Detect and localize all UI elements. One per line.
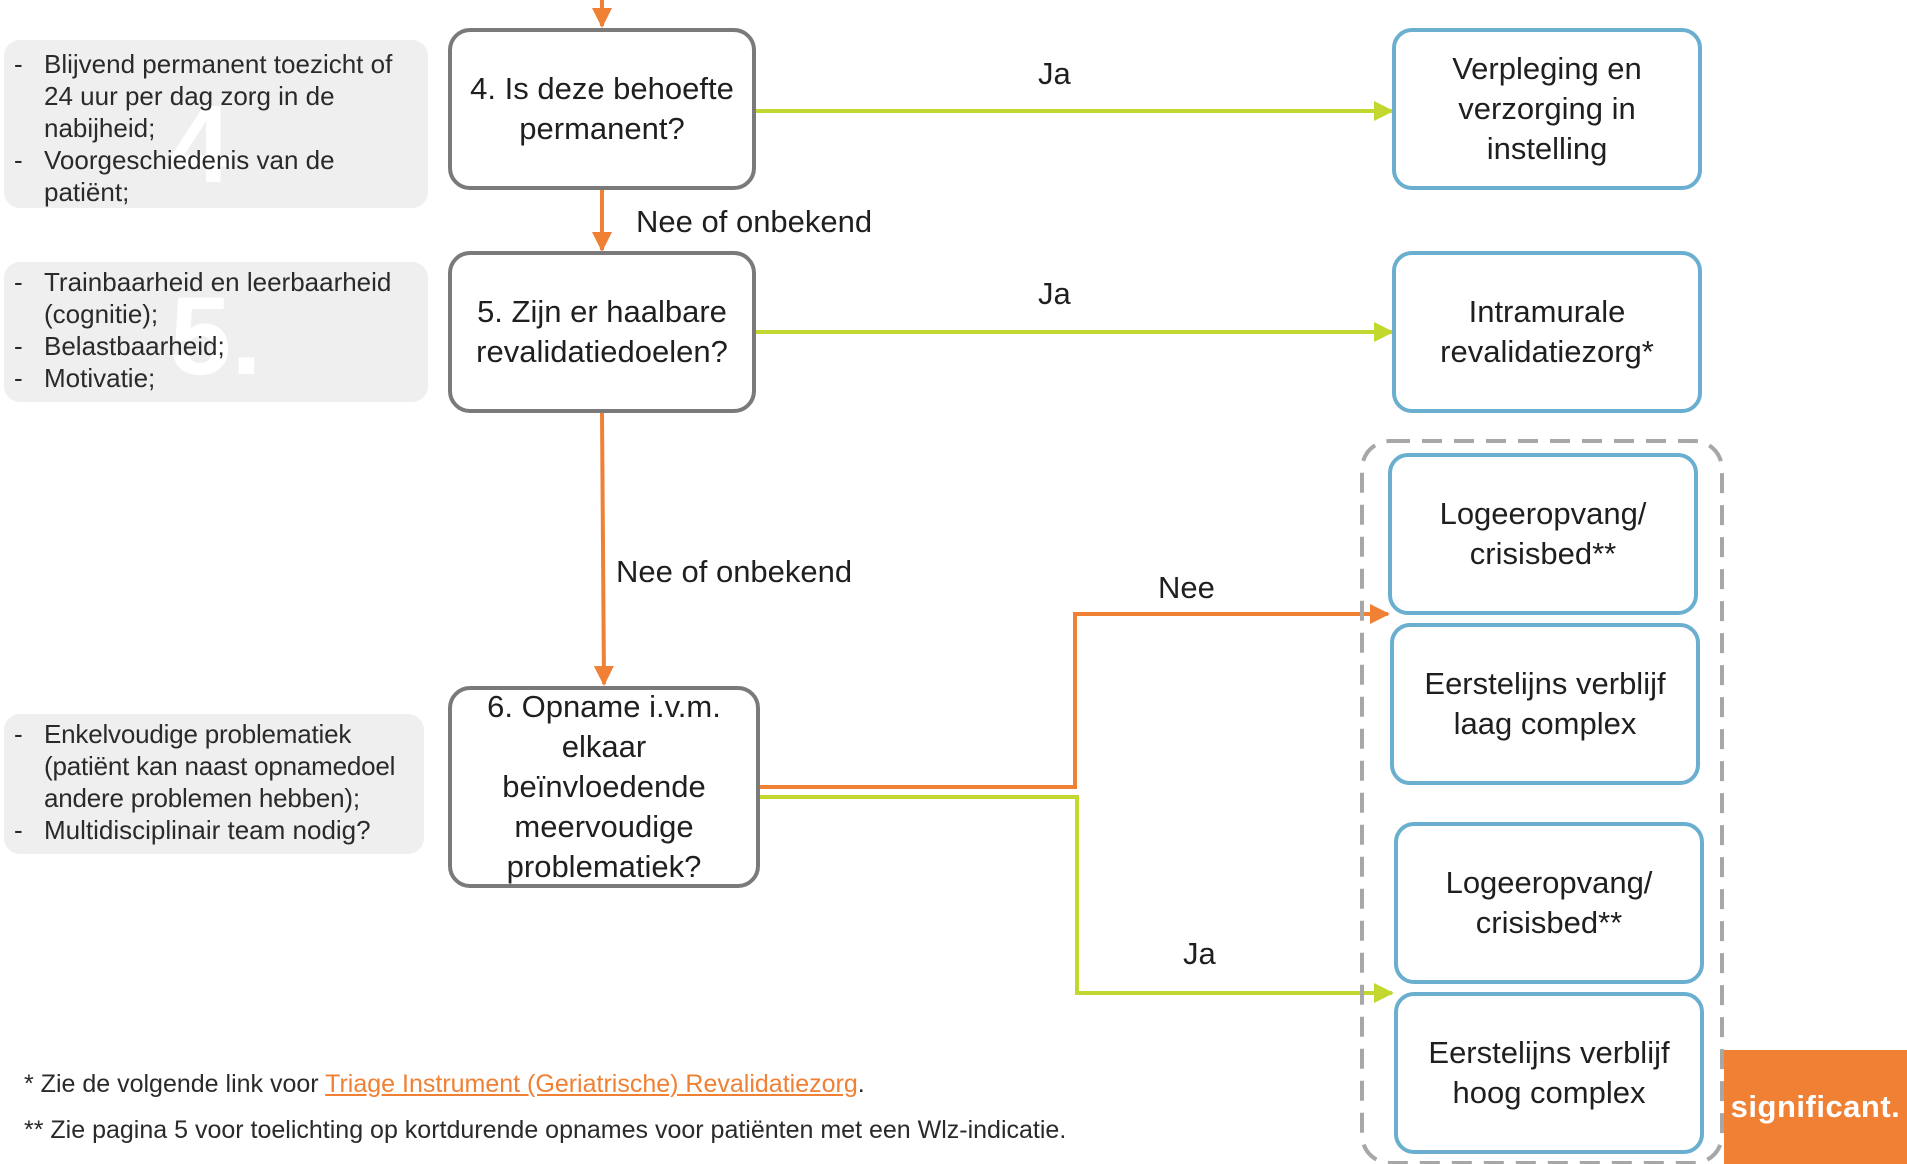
edge-q5-nee xyxy=(593,412,614,686)
edge-label-q4-nee: Nee of onbekend xyxy=(636,204,873,239)
outcome-verpleging: Verpleging en verzorging in instelling xyxy=(1392,28,1702,190)
question-5-box: 5. Zijn er haalbare revalidatiedoelen? xyxy=(448,251,756,413)
outcome-eerstelijns-laag: Eerstelijns verblijf laag complex xyxy=(1390,623,1700,785)
question-6-box: 6. Opname i.v.m. elkaar beïnvloedende me… xyxy=(448,686,760,888)
outcome-logeeropvang-2-text: Logeeropvang/ crisisbed** xyxy=(1445,865,1653,940)
significant-logo: significant. xyxy=(1724,1050,1907,1164)
outcome-verpleging-text: Verpleging en verzorging in instelling xyxy=(1452,51,1642,166)
edge-label-q6-ja: Ja xyxy=(1183,936,1216,971)
footnote-1-suffix: . xyxy=(857,1070,865,1098)
side-note-item: Motivatie; xyxy=(4,362,428,394)
edge-q6-nee xyxy=(760,604,1390,789)
triage-instrument-link[interactable]: Triage Instrument (Geriatrische) Revalid… xyxy=(325,1070,858,1098)
side-note-item: Belastbaarheid; xyxy=(4,330,428,362)
footnote-1: * Zie de volgende link voor Triage Instr… xyxy=(24,1070,865,1099)
question-4-text: 4. Is deze behoefte permanent? xyxy=(470,71,734,146)
side-note-q4: 4 Blijvend permanent toezicht of 24 uur … xyxy=(4,40,428,208)
edge-label-q5-ja: Ja xyxy=(1038,276,1071,311)
outcome-intramurale-text: Intramurale revalidatiezorg* xyxy=(1440,294,1654,369)
outcome-logeeropvang-2: Logeeropvang/ crisisbed** xyxy=(1394,822,1704,984)
edge-label-q6-nee: Nee xyxy=(1158,570,1215,605)
footnote-2: ** Zie pagina 5 voor toelichting op kort… xyxy=(24,1116,1067,1144)
footnote-1-prefix: * Zie de volgende link voor xyxy=(24,1070,326,1098)
outcome-eerstelijns-laag-text: Eerstelijns verblijf laag complex xyxy=(1424,666,1666,741)
edge-q6-ja xyxy=(760,795,1394,1003)
question-6-text: 6. Opname i.v.m. elkaar beïnvloedende me… xyxy=(487,689,721,884)
outcome-logeeropvang-1-text: Logeeropvang/ crisisbed** xyxy=(1439,496,1647,571)
outcome-logeeropvang-1: Logeeropvang/ crisisbed** xyxy=(1388,453,1698,615)
side-note-item: Enkelvoudige problematiek (patiënt kan n… xyxy=(4,718,424,814)
edge-label-q5-nee: Nee of onbekend xyxy=(616,554,853,589)
side-note-item: Blijvend permanent toezicht of 24 uur pe… xyxy=(4,48,428,144)
side-note-item: Voorgeschiedenis van de patiënt; xyxy=(4,144,428,208)
outcome-intramurale: Intramurale revalidatiezorg* xyxy=(1392,251,1702,413)
edge-label-q4-ja: Ja xyxy=(1038,56,1071,91)
outcome-group-dashed xyxy=(1360,439,1724,1164)
outcome-eerstelijns-hoog-text: Eerstelijns verblijf hoog complex xyxy=(1428,1035,1670,1110)
side-note-q5: 5. Trainbaarheid en leerbaarheid (cognit… xyxy=(4,262,428,402)
side-note-item: Trainbaarheid en leerbaarheid (cognitie)… xyxy=(4,266,428,330)
question-4-box: 4. Is deze behoefte permanent? xyxy=(448,28,756,190)
side-note-item: Multidisciplinair team nodig? xyxy=(4,814,424,846)
brand-name: significant. xyxy=(1730,1089,1901,1124)
side-note-q6: Enkelvoudige problematiek (patiënt kan n… xyxy=(4,714,424,854)
outcome-eerstelijns-hoog: Eerstelijns verblijf hoog complex xyxy=(1394,992,1704,1154)
question-5-text: 5. Zijn er haalbare revalidatiedoelen? xyxy=(476,294,728,369)
